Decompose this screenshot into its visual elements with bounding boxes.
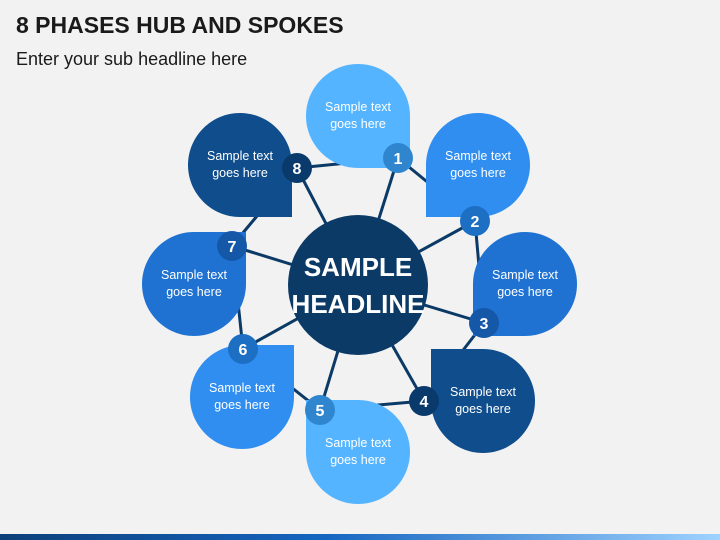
phase-7: Sample text goes here 7: [142, 231, 247, 336]
phase-petal: [188, 113, 292, 217]
phase-number-badge: [305, 395, 335, 425]
phase-3: Sample text goes here 3: [469, 232, 577, 338]
phase-4: Sample text goes here 4: [409, 349, 535, 453]
phase-petal: [426, 113, 530, 217]
phase-number: 3: [480, 316, 489, 333]
phase-number: 7: [228, 239, 237, 256]
phase-text-line-2: goes here: [497, 285, 553, 299]
phase-text-line-1: Sample text: [207, 149, 274, 163]
hub-line-2: HEADLINE: [292, 289, 425, 319]
phase-1: Sample text goes here 1: [306, 64, 413, 173]
phase-number: 1: [394, 151, 403, 168]
phase-text-line-1: Sample text: [325, 436, 392, 450]
hub-line-1: SAMPLE: [304, 252, 412, 282]
hub: SAMPLE HEADLINE: [288, 215, 428, 355]
phase-text-line-1: Sample text: [445, 149, 512, 163]
page-subtitle: Enter your sub headline here: [16, 49, 248, 69]
phase-text-line-1: Sample text: [325, 100, 392, 114]
phase-petal: [431, 349, 535, 453]
phase-number: 5: [316, 403, 325, 420]
phase-petal: [190, 345, 294, 449]
phase-6: Sample text goes here 6: [190, 334, 294, 449]
phase-number-badge: [228, 334, 258, 364]
phase-number-badge: [217, 231, 247, 261]
phase-number: 8: [293, 161, 302, 178]
phase-petal: [306, 64, 410, 168]
phase-text-line-1: Sample text: [161, 268, 228, 282]
page-title: 8 PHASES HUB AND SPOKES: [16, 12, 344, 38]
phase-text-line-1: Sample text: [450, 385, 517, 399]
phase-5: Sample text goes here 5: [305, 395, 410, 504]
hub-circle: [288, 215, 428, 355]
phase-text-line-2: goes here: [330, 117, 386, 131]
phase-text-line-2: goes here: [450, 166, 506, 180]
phase-petal: [306, 400, 410, 504]
phase-number: 6: [239, 342, 248, 359]
phase-text-line-2: goes here: [455, 402, 511, 416]
phase-8: Sample text goes here 8: [188, 113, 312, 217]
phase-2: Sample text goes here 2: [426, 113, 530, 236]
phase-number: 4: [420, 394, 429, 411]
phase-text-line-2: goes here: [214, 398, 270, 412]
phase-petal: [142, 232, 246, 336]
phase-text-line-1: Sample text: [209, 381, 276, 395]
phase-number: 2: [471, 214, 480, 231]
phase-text-line-2: goes here: [212, 166, 268, 180]
bottom-accent-bar: [0, 534, 720, 540]
phase-petal: [473, 232, 577, 336]
phase-number-badge: [383, 143, 413, 173]
phase-number-badge: [469, 308, 499, 338]
phase-number-badge: [282, 153, 312, 183]
phase-number-badge: [409, 386, 439, 416]
phase-text-line-2: goes here: [330, 453, 386, 467]
phase-text-line-2: goes here: [166, 285, 222, 299]
phase-text-line-1: Sample text: [492, 268, 559, 282]
phase-number-badge: [460, 206, 490, 236]
